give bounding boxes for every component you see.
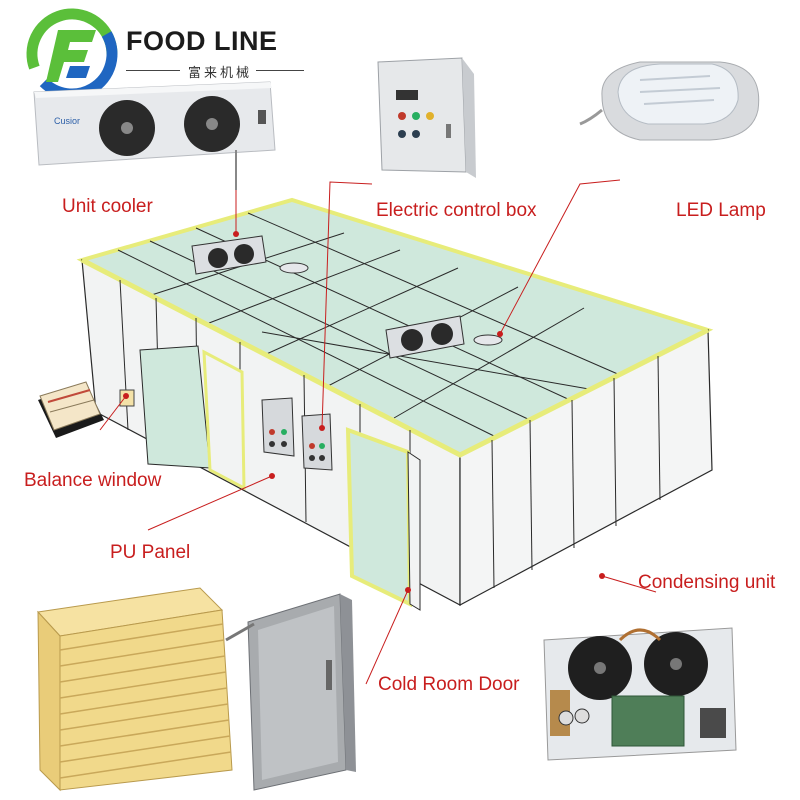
balance-window-photo: [38, 381, 104, 438]
cold-room-door-photo: [225, 593, 356, 791]
wall-control-box-1: [261, 397, 295, 457]
roof-unit-cooler-2: [385, 315, 465, 359]
brand-subtitle: 富来机械: [188, 66, 253, 81]
leader-lines: [99, 179, 657, 685]
label-electric-control-box: Electric control box: [376, 200, 537, 221]
logo-rule-left: [126, 70, 180, 71]
logo-rule-right: [256, 70, 304, 71]
label-led-lamp: LED Lamp: [676, 200, 766, 221]
label-pu-panel: PU Panel: [110, 542, 191, 563]
brand-name: FOOD LINE: [126, 26, 278, 56]
electric-control-box-photo: [377, 57, 476, 178]
cold-room-structure: [76, 197, 714, 611]
unit-cooler-photo: [33, 81, 276, 190]
label-balance-window: Balance window: [24, 470, 162, 491]
label-unit-cooler: Unit cooler: [62, 196, 153, 217]
cooler-brand-label: Cusior: [54, 116, 80, 126]
roof-unit-cooler-1: [191, 235, 267, 275]
label-condensing-unit: Condensing unit: [638, 572, 776, 593]
label-cold-room-door: Cold Room Door: [378, 674, 520, 695]
led-lamp-photo: [579, 61, 760, 141]
pu-panel-stack-photo: [36, 587, 233, 792]
wall-control-box-2: [301, 413, 333, 471]
condensing-unit-photo: [543, 627, 737, 761]
